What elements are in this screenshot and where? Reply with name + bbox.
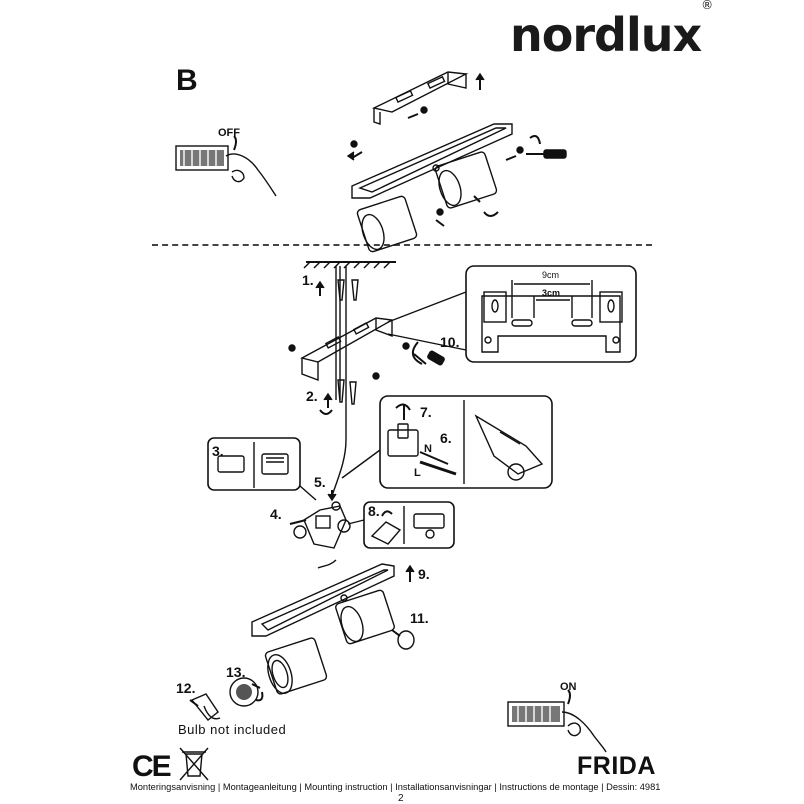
upper-bracket — [371, 71, 485, 125]
weee-bin-icon — [179, 747, 209, 781]
switch-on-illustration: ON — [507, 681, 607, 753]
step-label: 2. — [306, 388, 318, 404]
section-divider — [152, 244, 652, 246]
bracket-detail-callout: 9cm 3cm — [387, 265, 637, 363]
product-name: FRIDA — [577, 752, 656, 780]
live-wire-label: L — [414, 467, 421, 479]
dimension-outer: 9cm — [542, 270, 559, 280]
upper-screws-and-arrows — [346, 106, 567, 227]
step-label: 5. — [314, 474, 326, 490]
step-label: 13. — [226, 664, 246, 680]
terminal-block-assembly — [289, 439, 351, 549]
wall-plugs — [315, 279, 359, 415]
ceiling — [303, 261, 396, 440]
switch-off-label: OFF — [218, 127, 240, 139]
step-label: 8. — [368, 503, 380, 519]
step-label: 9. — [418, 566, 430, 582]
connector-callout — [347, 501, 455, 549]
step-label: 4. — [270, 506, 282, 522]
wiring-callout-right: N L — [341, 395, 553, 489]
neutral-wire-label: N — [424, 443, 432, 455]
mounting-bracket — [288, 317, 445, 382]
bulb-note: Bulb not included — [178, 722, 287, 737]
step-label: 11. — [410, 610, 429, 626]
switch-on-label: ON — [560, 681, 577, 693]
footer-text: Monteringsanvisning | Montageanleitung |… — [130, 782, 661, 792]
step-label: 1. — [302, 272, 314, 288]
step-label: 6. — [440, 430, 452, 446]
ce-mark: CE — [132, 750, 172, 783]
step-label: 12. — [176, 680, 196, 696]
step-label: 10. — [440, 334, 460, 350]
bulb-illustration — [189, 677, 264, 721]
dimension-inner: 3cm — [542, 288, 560, 298]
upper-light-body — [351, 123, 513, 253]
page-number: 2 — [398, 793, 404, 804]
switch-off-illustration: OFF — [175, 127, 277, 197]
step-label: 3. — [212, 443, 224, 459]
brand-logo: nordlux® — [510, 0, 713, 62]
step-label: 7. — [420, 404, 432, 420]
lower-light-body — [251, 559, 415, 695]
terminal-callout-left — [207, 437, 317, 501]
section-letter: B — [176, 64, 198, 97]
